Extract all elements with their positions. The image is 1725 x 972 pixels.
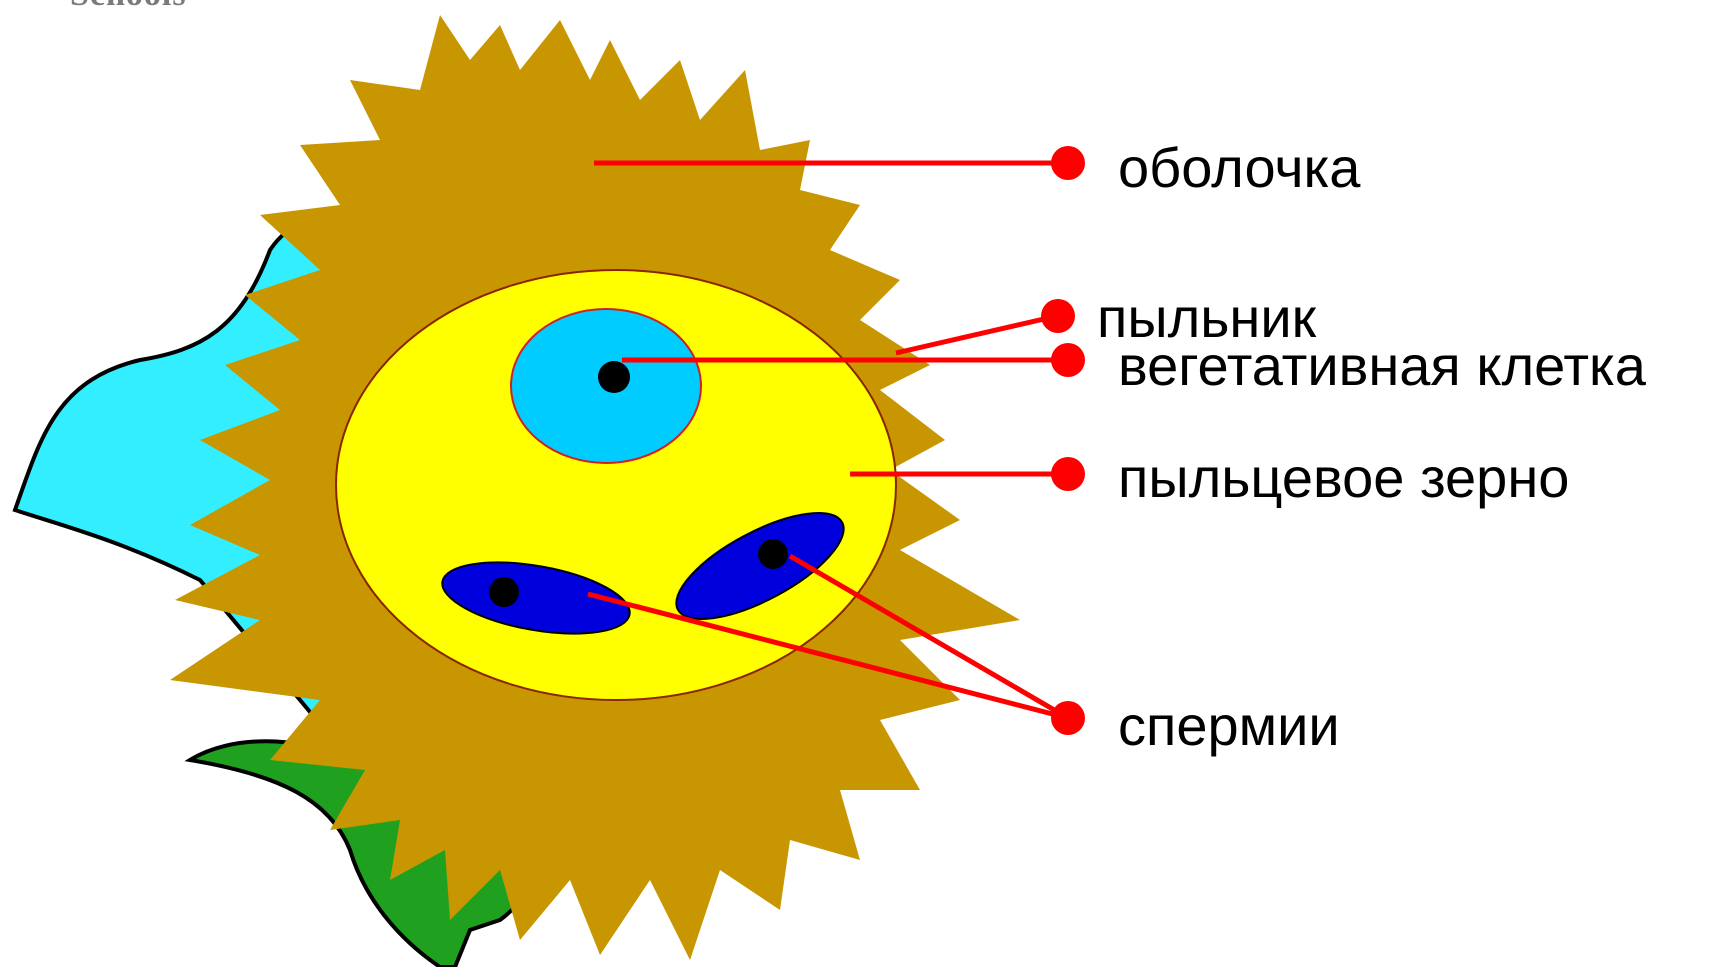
label-pollen-grain: пыльцевое зерно — [1118, 450, 1569, 506]
label-sperm-cells: спермии — [1118, 698, 1340, 754]
sperm-nucleus-right — [758, 539, 788, 569]
sperm-nucleus-left — [489, 577, 519, 607]
label-shell: оболочка — [1118, 140, 1360, 196]
pointer-dot-anther — [1041, 299, 1075, 333]
pointer-dot-shell — [1051, 146, 1085, 180]
label-vegetative-cell: вегетативная клетка — [1118, 338, 1646, 394]
pointer-dot-pollen — [1051, 457, 1085, 491]
pointer-dot-vegetative — [1051, 343, 1085, 377]
pointer-dot-sperm — [1051, 701, 1085, 735]
vegetative-nucleus — [598, 361, 630, 393]
corner-text: Schools — [70, 0, 187, 14]
pointer-line-anther — [896, 316, 1057, 353]
